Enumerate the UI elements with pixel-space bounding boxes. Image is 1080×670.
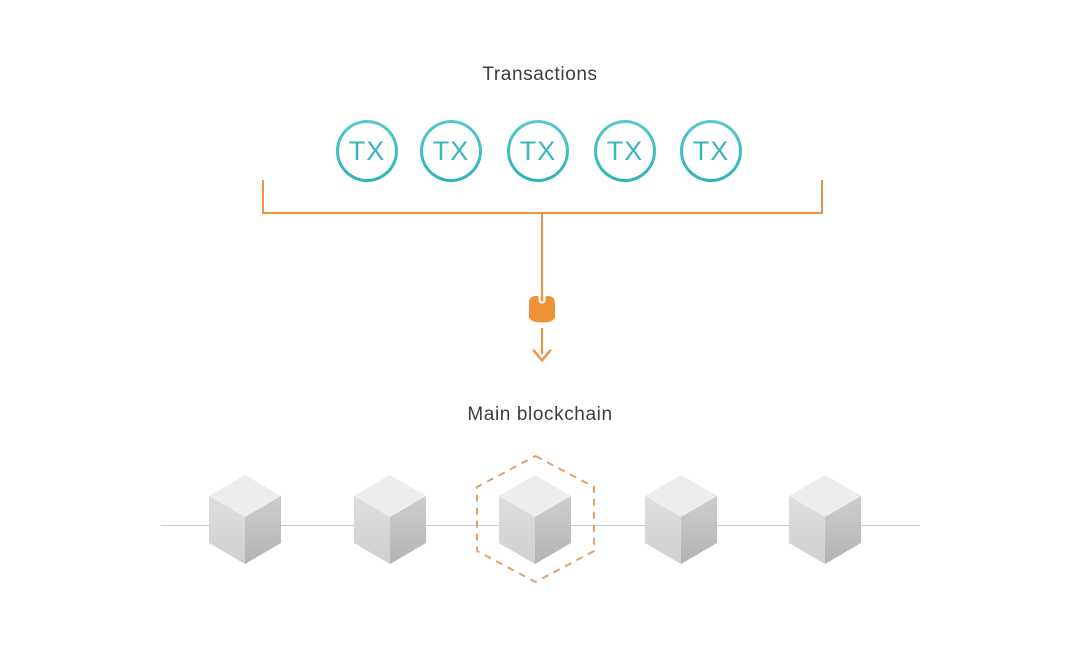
tx-circle-inner: TX <box>423 123 479 179</box>
tx-circle-inner: TX <box>339 123 395 179</box>
tx-label: TX <box>432 135 470 166</box>
bracket-right-tick <box>821 180 823 214</box>
tx-circle: TX <box>507 120 569 182</box>
bracket-stem-line <box>541 212 543 300</box>
tx-circle: TX <box>594 120 656 182</box>
arrow-stem-line <box>541 328 543 354</box>
tx-circle-inner: TX <box>597 123 653 179</box>
block-cube <box>789 475 861 564</box>
tx-label: TX <box>348 135 386 166</box>
tx-label: TX <box>692 135 730 166</box>
block-cube <box>209 475 281 564</box>
funnel-icon <box>529 293 555 323</box>
block-cube <box>645 475 717 564</box>
bracket-left-tick <box>262 180 264 214</box>
transactions-title: Transactions <box>482 64 598 85</box>
block-cube-highlighted <box>499 475 571 564</box>
tx-circle: TX <box>336 120 398 182</box>
tx-circle: TX <box>420 120 482 182</box>
tx-label: TX <box>606 135 644 166</box>
block-cube <box>354 475 426 564</box>
main-blockchain-title: Main blockchain <box>467 404 613 425</box>
tx-circle-inner: TX <box>510 123 566 179</box>
tx-circle-inner: TX <box>683 123 739 179</box>
tx-circle: TX <box>680 120 742 182</box>
highlight-hexagon <box>476 455 595 583</box>
tx-label: TX <box>519 135 557 166</box>
arrow-down-icon <box>532 349 552 362</box>
